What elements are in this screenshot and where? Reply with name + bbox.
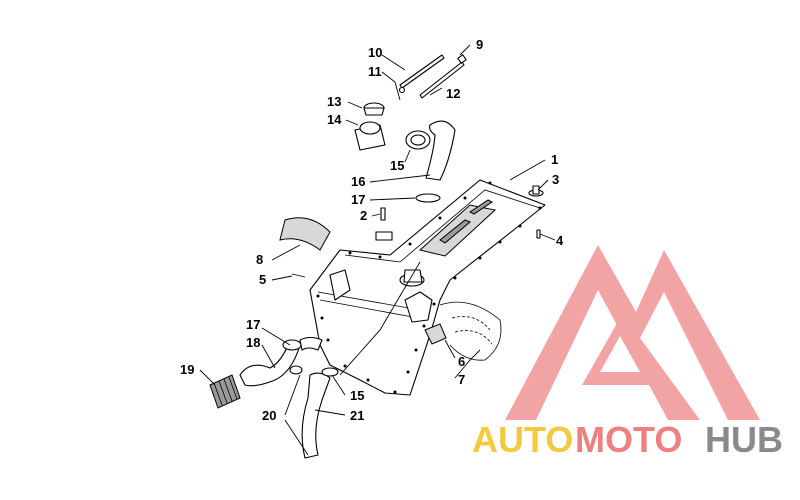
callout-21: 21	[350, 408, 364, 423]
watermark-text: AUTO MOTO HUB	[472, 419, 783, 460]
callout-19: 19	[180, 362, 194, 377]
leader-lines	[199, 44, 556, 456]
watermark-text-auto: AUTO	[472, 419, 573, 460]
fan-bracket	[439, 301, 502, 361]
watermark-logo	[505, 245, 760, 420]
lower-hoses	[239, 336, 339, 459]
callout-15-upper: 15	[390, 158, 404, 173]
callout-20: 20	[262, 408, 276, 423]
part-19-sleeve	[209, 374, 241, 409]
callout-8: 8	[256, 252, 263, 267]
tank-body	[309, 179, 546, 396]
callout-5: 5	[259, 272, 266, 287]
callout-3: 3	[552, 172, 559, 187]
filler-assembly	[354, 102, 431, 151]
callout-12: 12	[446, 86, 460, 101]
callout-9: 9	[476, 37, 483, 52]
callout-10: 10	[368, 45, 382, 60]
callout-17-lower: 17	[246, 317, 260, 332]
part-16-hose	[425, 120, 456, 181]
rods	[398, 54, 467, 99]
callout-11: 11	[368, 64, 382, 79]
watermark-text-moto: MOTO	[575, 419, 682, 460]
part-8-shield	[279, 217, 331, 251]
callout-16: 16	[351, 174, 365, 189]
watermark-triangle-inner	[582, 318, 658, 385]
callout-15-lower: 15	[350, 388, 364, 403]
callout-13: 13	[327, 94, 341, 109]
callout-18: 18	[246, 335, 260, 350]
callout-6: 6	[458, 354, 465, 369]
callout-4: 4	[556, 233, 564, 248]
callout-17-upper: 17	[351, 192, 365, 207]
callouts: 10 9 11 12 13 14 15 16 17 2 1 3 4 8 5 6 …	[180, 37, 564, 423]
callout-14: 14	[327, 112, 342, 127]
watermark-text-hub: HUB	[705, 419, 783, 460]
callout-2: 2	[360, 208, 367, 223]
tank-bolts	[316, 181, 542, 394]
fasteners	[291, 185, 544, 278]
part-17-clamp-upper	[415, 193, 441, 203]
watermark-triangle-outer	[505, 245, 760, 420]
callout-7: 7	[458, 372, 465, 387]
callout-1: 1	[551, 152, 558, 167]
